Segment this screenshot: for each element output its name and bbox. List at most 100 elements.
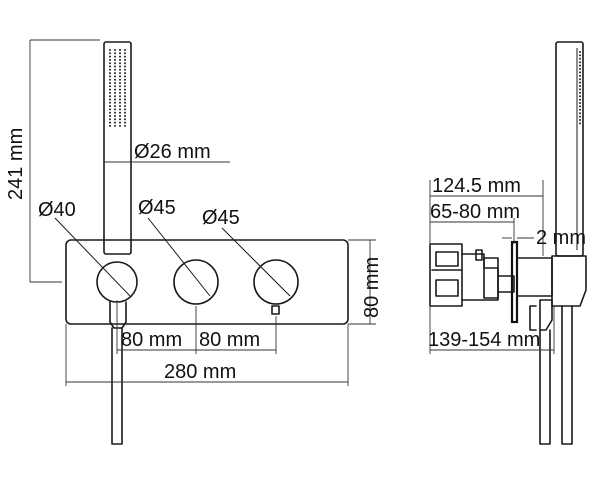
nozzle-dot [124, 75, 126, 78]
dimension-124: 124.5 mm [429, 175, 544, 256]
nozzle-dot [579, 57, 581, 60]
depth-65-80-label: 65-80 mm [430, 201, 520, 223]
spacing-2-label: 80 mm [199, 329, 260, 351]
nozzle-dot [119, 85, 121, 88]
nozzle-dot [579, 74, 581, 77]
nozzle-dot [119, 72, 121, 75]
nozzle-dot [579, 98, 581, 101]
control-knob-2: Ø45 [202, 207, 299, 315]
nozzle-dot [109, 88, 111, 91]
nozzle-dot [109, 82, 111, 84]
nozzle-dot [119, 65, 121, 68]
nozzle-dot [579, 95, 581, 98]
nozzle-dot [114, 124, 116, 127]
dimension-2: 2 mm [502, 227, 586, 249]
nozzle-dot [579, 81, 581, 84]
nozzle-dot [109, 49, 111, 51]
nozzle-dot [119, 55, 121, 58]
nozzle-dot [119, 52, 121, 55]
nozzle-dot [579, 108, 581, 111]
nozzle-dot [579, 61, 581, 64]
nozzle-dot [124, 105, 126, 108]
nozzle-dot [124, 52, 126, 55]
nozzle-dot [114, 75, 116, 78]
nozzle-dot [124, 108, 126, 111]
dimension-spacings: 80 mm 80 mm [116, 300, 277, 354]
nozzle-dot [124, 49, 126, 51]
outlet-knob: Ø40 [38, 199, 138, 329]
front-view: 241 mm Ø26 mm Ø40 Ø45 [5, 39, 383, 445]
nozzle-dot [579, 112, 581, 115]
plate-thickness-label: 2 mm [536, 227, 586, 249]
nozzle-dot [114, 118, 116, 121]
nozzle-dot [119, 82, 121, 84]
nozzle-dot [119, 75, 121, 78]
nozzle-dot [119, 115, 121, 117]
nozzle-dot [109, 58, 111, 61]
nozzle-dot [114, 88, 116, 91]
spacing-1-label: 80 mm [121, 329, 182, 351]
nozzle-dot [114, 78, 116, 81]
nozzle-dot [109, 52, 111, 55]
nozzle-dot [109, 115, 111, 117]
dimension-65-80: 65-80 mm [430, 201, 520, 244]
hose-diameter-label: Ø26 mm [134, 141, 211, 163]
dimension-plate-height: 80 mm [348, 239, 383, 325]
nozzle-dot [109, 95, 111, 98]
nozzle-dot [109, 78, 111, 81]
dimension-width: 280 mm [65, 324, 349, 386]
nozzle-dot [124, 88, 126, 91]
nozzle-dot [579, 115, 581, 118]
nozzle-dot [114, 65, 116, 68]
nozzle-dot [109, 72, 111, 75]
nozzle-dot [124, 68, 126, 71]
nozzle-dot [119, 101, 121, 104]
nozzle-dot [124, 115, 126, 117]
nozzle-dot [109, 85, 111, 88]
control-knob-1: Ø45 [138, 197, 219, 305]
nozzle-dot [114, 95, 116, 98]
shower-nozzles [109, 49, 126, 127]
nozzle-dot [579, 91, 581, 94]
nozzle-dot [109, 124, 111, 127]
nozzle-dot [114, 52, 116, 55]
nozzle-dot [109, 68, 111, 71]
nozzle-dot [114, 108, 116, 111]
nozzle-dot [124, 121, 126, 124]
nozzle-dot [119, 111, 121, 114]
nozzle-dot [579, 54, 581, 57]
nozzle-dot [579, 78, 581, 81]
nozzle-dot [114, 105, 116, 108]
shower-nozzles-side [579, 51, 581, 125]
hand-shower: Ø26 mm [103, 41, 230, 255]
nozzle-dot [114, 115, 116, 117]
nozzle-dot [109, 101, 111, 104]
nozzle-dot [114, 121, 116, 124]
nozzle-dot [579, 105, 581, 108]
nozzle-dot [124, 118, 126, 121]
nozzle-dot [579, 64, 581, 67]
nozzle-dot [119, 98, 121, 101]
nozzle-dot [109, 118, 111, 121]
nozzle-dot [119, 49, 121, 51]
nozzle-dot [119, 91, 121, 94]
dimension-241: 241 mm [5, 39, 100, 283]
nozzle-dot [119, 95, 121, 98]
outlet-side [516, 257, 553, 297]
hose-side-1 [539, 329, 551, 445]
valve-body [429, 243, 515, 307]
nozzle-dot [119, 108, 121, 111]
nozzle-dot [124, 72, 126, 75]
nozzle-dot [109, 121, 111, 124]
width-label: 280 mm [164, 361, 236, 383]
nozzle-dot [579, 85, 581, 87]
nozzle-dot [109, 91, 111, 94]
nozzle-dot [124, 101, 126, 104]
nozzle-dot [114, 72, 116, 75]
nozzle-dot [119, 88, 121, 91]
outlet-diameter-label: Ø40 [38, 199, 76, 221]
nozzle-dot [124, 55, 126, 58]
nozzle-dot [119, 121, 121, 124]
nozzle-dot [119, 105, 121, 108]
nozzle-dot [124, 111, 126, 114]
